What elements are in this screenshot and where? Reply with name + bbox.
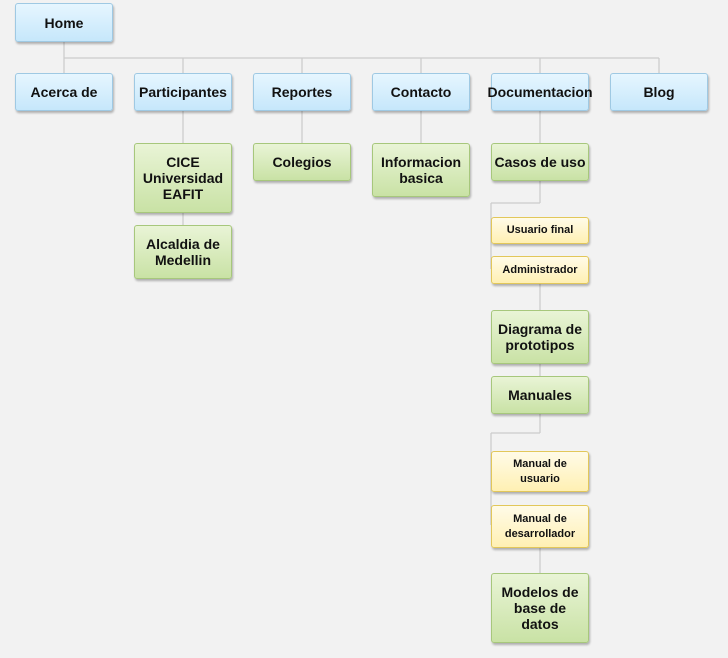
page-node-informacion-basica[interactable]: Informacion basica	[372, 143, 470, 197]
section-node-acerca-de[interactable]: Acerca de	[15, 73, 113, 111]
page-node-alcaldia-de-medellin[interactable]: Alcaldia de Medellin	[134, 225, 232, 279]
page-node-cice-universidad-eafit[interactable]: CICE Universidad EAFIT	[134, 143, 232, 213]
page-node-casos-de-uso[interactable]: Casos de uso	[491, 143, 589, 181]
page-node-colegios[interactable]: Colegios	[253, 143, 351, 181]
subpage-node-usuario-final[interactable]: Usuario final	[491, 217, 589, 244]
subpage-node-administrador[interactable]: Administrador	[491, 256, 589, 284]
section-node-reportes[interactable]: Reportes	[253, 73, 351, 111]
section-node-blog[interactable]: Blog	[610, 73, 708, 111]
subpage-node-manual-de-desarrollador[interactable]: Manual de desarrollador	[491, 505, 589, 548]
section-node-contacto[interactable]: Contacto	[372, 73, 470, 111]
page-node-modelos-de-base-de-datos[interactable]: Modelos de base de datos	[491, 573, 589, 643]
home-node[interactable]: Home	[15, 3, 113, 42]
subpage-node-manual-de-usuario[interactable]: Manual de usuario	[491, 451, 589, 492]
section-node-participantes[interactable]: Participantes	[134, 73, 232, 111]
section-node-documentacion[interactable]: Documentacion	[488, 73, 593, 111]
page-node-diagrama-de-prototipos[interactable]: Diagrama de prototipos	[491, 310, 589, 364]
page-node-manuales[interactable]: Manuales	[491, 376, 589, 414]
